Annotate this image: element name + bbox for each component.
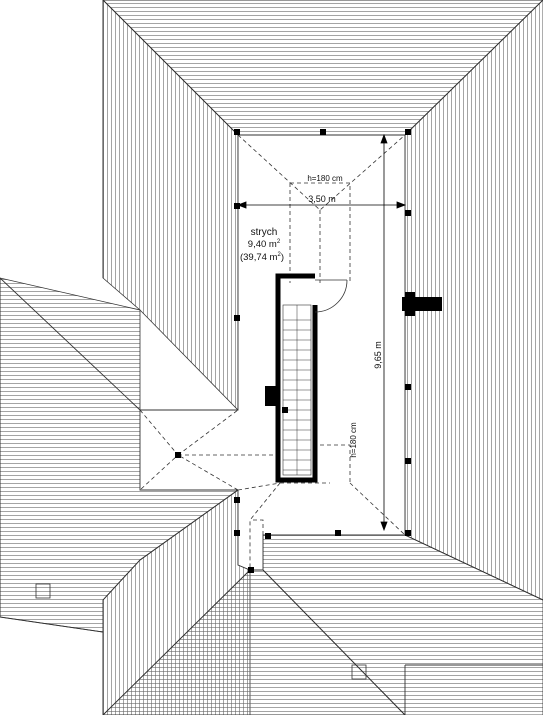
dimension-lines [236, 133, 407, 532]
roof-windows [35, 583, 367, 680]
staircase [282, 304, 312, 476]
room-area-sup: 2 [277, 239, 281, 245]
room-area-total-sup: 2 [277, 252, 281, 258]
room-area-total-close: ) [281, 252, 284, 263]
height-mark-side: h=180 cm [349, 422, 358, 458]
height-mark-top: h=180 cm [307, 174, 343, 183]
room-area-label: 9,40 m2 [248, 239, 281, 250]
room-area-total-label: (39,74 m2) [240, 252, 284, 263]
door-swing [314, 279, 348, 313]
ridge-lines [139, 134, 406, 570]
post-markers [175, 129, 411, 573]
room-area-value: 9,40 m [248, 239, 277, 250]
attic-floor [139, 134, 406, 571]
dimension-length-label: 9,65 m [373, 341, 383, 369]
room-name-label: strych [251, 227, 278, 238]
room-area-total-value: (39,74 m [240, 252, 278, 263]
dimension-width-label: 3,50 m [308, 194, 336, 204]
chimney [265, 292, 442, 406]
stair-walls [275, 273, 318, 483]
